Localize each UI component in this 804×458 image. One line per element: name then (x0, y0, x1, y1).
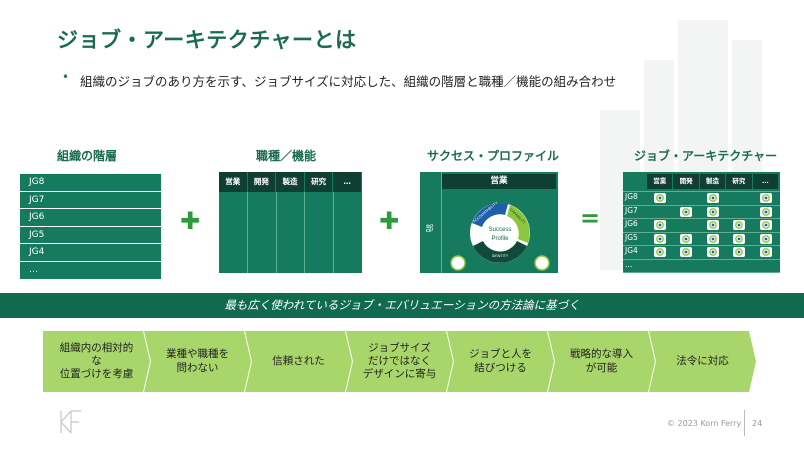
page-number: 24 (752, 419, 763, 428)
architecture-row-line (623, 231, 780, 233)
function-col: 営業 (219, 172, 248, 192)
function-col: 製造 (276, 172, 305, 192)
architecture-cell-icon (654, 233, 666, 244)
architecture-row-label: JG5 (625, 232, 638, 242)
benefit-chevron: 信頼された (245, 331, 352, 392)
benefit-chevron: ジョブサイズ だけではなく デザインに寄与 (346, 331, 453, 392)
architecture-row-label: … (625, 259, 633, 269)
benefit-chevron: 業種や職種を 問わない (144, 331, 251, 392)
methodology-banner: 最も広く使われているジョブ・エバリュエーションの方法論に基づく (0, 293, 804, 318)
architecture-cell-icon (733, 220, 746, 230)
architecture-col: 開発 (673, 174, 699, 189)
wheel-center-top: Success (489, 227, 512, 233)
column-divider (441, 172, 442, 273)
level-row: JG8 (20, 174, 161, 192)
architecture-row-line (623, 204, 780, 206)
benefit-chevron: 法令に対応 (649, 331, 756, 392)
level-row: JG7 (20, 191, 161, 210)
architecture-cell-icon (733, 233, 746, 244)
footer-divider (744, 410, 745, 436)
architecture-row-line (623, 218, 780, 219)
level-row: JG4 (20, 244, 161, 262)
success-profile-wheel-icon: Success Profile ACCOUNTABILITY CAPABILIT… (450, 200, 550, 271)
architecture-cell-icon (654, 220, 666, 230)
benefit-chevron: 戦略的な導入 が可能 (548, 331, 655, 392)
functions-header: 営業 開発 製造 研究 … (219, 172, 362, 192)
slide-title: ジョブ・アーキテクチャーとは (57, 28, 357, 52)
success-profile-box: 営業 部 Success Profile ACCOUNTABILITY CAPA… (420, 172, 558, 273)
function-col: 開発 (248, 172, 277, 192)
plus-icon: ✚ (180, 207, 201, 235)
architecture-row-line (623, 272, 780, 273)
architecture-cell-icon (706, 247, 719, 257)
footer-copyright: © 2023 Korn Ferry (667, 419, 742, 428)
architecture-row-label: JG6 (625, 219, 638, 228)
functions-table: 営業 開発 製造 研究 … (219, 172, 362, 273)
architecture-col: 研究 (726, 174, 752, 189)
architecture-row-label: JG4 (625, 246, 638, 255)
architecture-cell-icon (706, 193, 719, 203)
column-divider (304, 192, 305, 273)
column-divider (333, 192, 334, 273)
levels-table: JG8 JG7 JG6 JG5 JG4 … (20, 174, 161, 280)
success-profile-header: 営業 (442, 174, 556, 189)
architecture-cell-icon (680, 233, 693, 244)
architecture-cell-icon (654, 247, 666, 257)
architecture-heading: ジョブ・アーキテクチャー (634, 149, 778, 163)
architecture-cell-icon (759, 206, 772, 217)
column-divider (247, 192, 248, 273)
level-row: … (20, 261, 161, 280)
architecture-row-label: JG8 (625, 192, 638, 201)
korn-ferry-logo-icon (60, 410, 81, 434)
architecture-cell-icon (759, 220, 772, 230)
success-profile-heading: サクセス・プロファイル (427, 149, 560, 163)
bullet-icon: • (62, 70, 70, 84)
function-col: … (333, 172, 362, 192)
level-row: JG5 (20, 226, 161, 245)
architecture-cell-icon (680, 206, 693, 217)
architecture-cell-icon (733, 247, 746, 257)
architecture-cell-icon (706, 233, 719, 244)
column-divider (276, 192, 277, 273)
level-row: JG6 (20, 209, 161, 227)
benefit-chevron: 組織内の相対的な 位置づけを考慮 (43, 331, 150, 392)
architecture-cell-icon (759, 233, 772, 244)
levels-heading: 組織の階層 (57, 149, 118, 163)
architecture-row-line (623, 258, 780, 260)
architecture-col: … (752, 174, 779, 189)
architecture-cell-icon (680, 247, 693, 257)
architecture-cell-icon (706, 220, 719, 230)
wheel-center-bottom: Profile (491, 236, 509, 242)
benefit-chevron: ジョブと人を 結びつける (447, 331, 554, 392)
function-col: 研究 (305, 172, 334, 192)
architecture-grid: 営業 開発 製造 研究 … JG8 JG7 JG6 JG5 JG4 … (623, 172, 780, 273)
architecture-row-label: JG7 (625, 205, 638, 215)
architecture-col: 営業 (647, 174, 673, 189)
wheel-arc-identity: IDENTITY (492, 254, 509, 258)
architecture-cell-icon (654, 193, 666, 203)
architecture-row-line (623, 245, 780, 246)
architecture-header: 営業 開発 製造 研究 … (647, 174, 779, 189)
plus-icon: ✚ (379, 207, 400, 235)
slide-bullet: 組織のジョブのあり方を示す、ジョブサイズに対応した、組織の階層と職種／機能の組み… (80, 74, 617, 89)
architecture-col: 製造 (699, 174, 726, 189)
equals-icon: = (580, 204, 601, 232)
architecture-cell-icon (706, 206, 719, 217)
success-profile-side-label: 部 (425, 224, 434, 232)
architecture-row-line (623, 191, 780, 192)
architecture-cell-icon (759, 193, 772, 203)
functions-heading: 職種／機能 (256, 149, 317, 163)
architecture-cell-icon (759, 247, 772, 257)
